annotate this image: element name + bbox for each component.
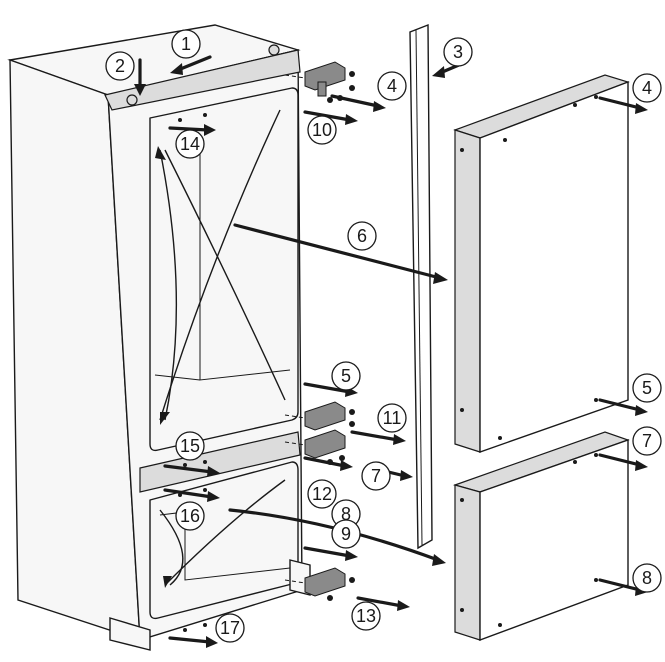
left-foot — [109, 617, 151, 651]
callout-4-hinge-label: 4 — [387, 76, 397, 96]
arrow-5 — [303, 382, 352, 394]
callout-8-hinge-label: 8 — [341, 504, 351, 524]
callout-14: 14 — [175, 129, 205, 159]
freezer-interior-back — [159, 511, 291, 581]
vertical-trim-strip — [409, 23, 433, 550]
top-rail — [104, 49, 301, 111]
arrow-17 — [168, 636, 212, 644]
callout-8-door: 8 — [632, 563, 662, 593]
top-pin-right — [268, 44, 280, 56]
cabinet-front-frame — [107, 49, 303, 641]
callout-15-label: 15 — [180, 436, 200, 456]
callout-3: 3 — [443, 37, 473, 67]
arrow-1 — [176, 55, 212, 72]
callout-9: 9 — [331, 519, 361, 549]
callout-7-hinge-label: 7 — [371, 466, 381, 486]
callout-4-door: 4 — [632, 73, 662, 103]
top-pin-left — [126, 94, 138, 106]
callout-6-label: 6 — [357, 226, 367, 246]
callout-17: 17 — [215, 613, 245, 643]
compartment-diagonal-arrows — [155, 109, 286, 588]
arrow-6 — [233, 223, 442, 280]
callout-7-hinge: 7 — [361, 461, 391, 491]
callout-11-label: 11 — [383, 408, 402, 428]
callout-7-door: 7 — [632, 426, 662, 456]
callout-5-door: 5 — [632, 373, 662, 403]
callout-13-label: 13 — [356, 606, 376, 626]
callout-12-label: 12 — [312, 484, 332, 504]
callout-5-hinge-label: 5 — [341, 366, 351, 386]
callout-10: 10 — [307, 115, 337, 145]
callout-1: 1 — [171, 29, 201, 59]
arrow-9 — [228, 508, 440, 562]
callout-16: 16 — [175, 501, 205, 531]
callout-15: 15 — [175, 431, 205, 461]
arrow-14 — [168, 126, 210, 132]
callout-8-door-label: 8 — [642, 568, 652, 588]
callout-6: 6 — [347, 221, 377, 251]
callout-14-label: 14 — [180, 134, 200, 154]
refrigerator-cabinet — [7, 24, 311, 651]
callout-11: 11 — [377, 403, 407, 433]
middle-hinge-upper — [284, 401, 355, 431]
arrow-11 — [350, 430, 400, 442]
callout-1-label: 1 — [181, 34, 191, 54]
upper-door-panel — [453, 74, 630, 453]
callout-17-label: 17 — [220, 618, 240, 638]
callout-12: 12 — [307, 479, 337, 509]
arrow-10 — [303, 110, 352, 122]
callout-7-door-label: 7 — [642, 431, 652, 451]
callout-9-label: 9 — [341, 524, 351, 544]
callout-2: 2 — [105, 51, 135, 81]
callout-5-hinge: 5 — [331, 361, 361, 391]
lower-door-panel — [453, 431, 630, 642]
bottom-hinge — [284, 567, 355, 601]
callout-2-label: 2 — [115, 56, 125, 76]
fridge-interior-floor — [154, 374, 201, 381]
callout-5-door-label: 5 — [642, 378, 652, 398]
callout-4-door-label: 4 — [642, 78, 652, 98]
callout-10-label: 10 — [312, 120, 332, 140]
callout-13: 13 — [351, 601, 381, 631]
arrow-7 — [303, 456, 347, 468]
divider-rail — [139, 431, 301, 493]
callout-3-label: 3 — [453, 42, 463, 62]
fridge-compartment-opening — [149, 87, 299, 452]
arrow-4 — [330, 94, 380, 108]
callout-16-label: 16 — [180, 506, 200, 526]
arrow-13 — [356, 596, 404, 608]
arrow-15 — [163, 464, 214, 474]
callout-4-hinge: 4 — [377, 71, 407, 101]
direction-arrows — [134, 55, 648, 648]
